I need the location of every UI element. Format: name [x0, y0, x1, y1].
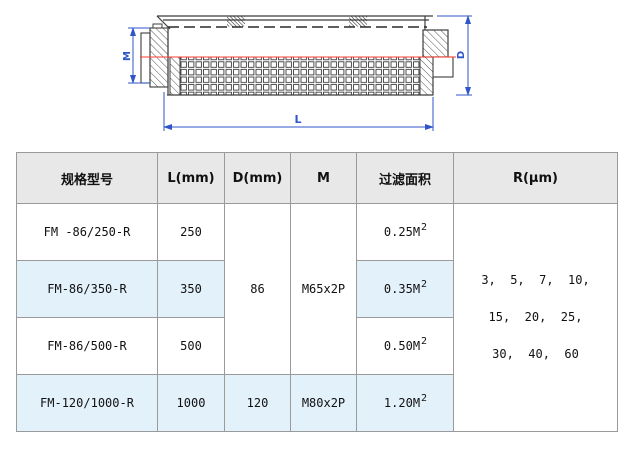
area-cell: 0.25M2	[356, 203, 454, 261]
table-header-row: 规格型号 L(mm) D(mm) M 过滤面积 R(μm)	[16, 152, 618, 204]
right-end-cap	[422, 29, 449, 58]
micron-line-1: 3, 5, 7, 10,	[481, 273, 590, 287]
area-value: 0.50M	[383, 339, 421, 353]
header-thread: M	[290, 152, 357, 204]
header-micron-rating: R(μm)	[453, 152, 618, 204]
knurl-mark-left	[227, 16, 245, 27]
area-superscript: 2	[421, 222, 428, 233]
length-cell: 250	[157, 203, 225, 261]
dim-d-label: D	[456, 51, 467, 59]
table-row: FM -86/250-R 250 86 M65x2P 0.25M2 3, 5, …	[16, 203, 618, 432]
micron-line-3: 30, 40, 60	[492, 347, 579, 361]
spec-table: 规格型号 L(mm) D(mm) M 过滤面积 R(μm) FM -86/250…	[16, 152, 618, 432]
area-superscript: 2	[421, 336, 428, 347]
right-end-nipple	[432, 56, 454, 78]
dimension-d	[437, 15, 472, 96]
length-cell: 350	[157, 260, 225, 318]
header-diameter: D(mm)	[224, 152, 291, 204]
model-cell: FM-120/1000-R	[16, 374, 158, 432]
micron-rating-merged-cell: 3, 5, 7, 10, 15, 20, 25, 30, 40, 60	[453, 203, 618, 432]
micron-line-2: 15, 20, 25,	[488, 310, 583, 324]
length-cell: 1000	[157, 374, 225, 432]
shell-left-chamfer	[156, 15, 171, 30]
thread-merged-cell: M65x2P	[290, 203, 357, 375]
length-cell: 500	[157, 317, 225, 375]
model-cell: FM-86/500-R	[16, 317, 158, 375]
area-value: 0.25M	[383, 225, 421, 239]
filter-drawing-svg: M D L	[122, 15, 472, 131]
header-filter-area: 过滤面积	[356, 152, 454, 204]
area-value: 0.35M	[383, 282, 421, 296]
header-model: 规格型号	[16, 152, 158, 204]
knurl-mark-right	[349, 16, 367, 27]
mesh-left-end-disc	[169, 56, 181, 96]
diameter-merged-cell: 86	[224, 203, 291, 375]
area-cell: 1.20M2	[356, 374, 454, 432]
model-cell: FM-86/350-R	[16, 260, 158, 318]
area-superscript: 2	[421, 279, 428, 290]
mesh-right-end-disc	[419, 56, 434, 96]
dimension-m	[128, 27, 150, 84]
diameter-cell: 120	[224, 374, 291, 432]
table-row: FM-86/500-R 500 0.50M2	[16, 317, 618, 375]
area-value: 1.20M	[383, 396, 421, 410]
filter-technical-drawing: M D L	[0, 0, 635, 152]
model-cell: FM -86/250-R	[16, 203, 158, 261]
table-row: FM-86/350-R 350 0.35M2	[16, 260, 618, 318]
dim-l-label: L	[294, 113, 301, 126]
dim-m-label: M	[122, 51, 133, 61]
area-cell: 0.35M2	[356, 260, 454, 318]
left-flange-outer	[140, 32, 151, 84]
left-flange-tab	[152, 23, 163, 29]
header-length: L(mm)	[157, 152, 225, 204]
area-superscript: 2	[421, 393, 428, 404]
filter-mesh	[179, 56, 421, 96]
table-row: FM-120/1000-R 1000 120 M80x2P 1.20M2	[16, 374, 618, 432]
area-cell: 0.50M2	[356, 317, 454, 375]
thread-cell: M80x2P	[290, 374, 357, 432]
dimension-l	[163, 92, 434, 131]
